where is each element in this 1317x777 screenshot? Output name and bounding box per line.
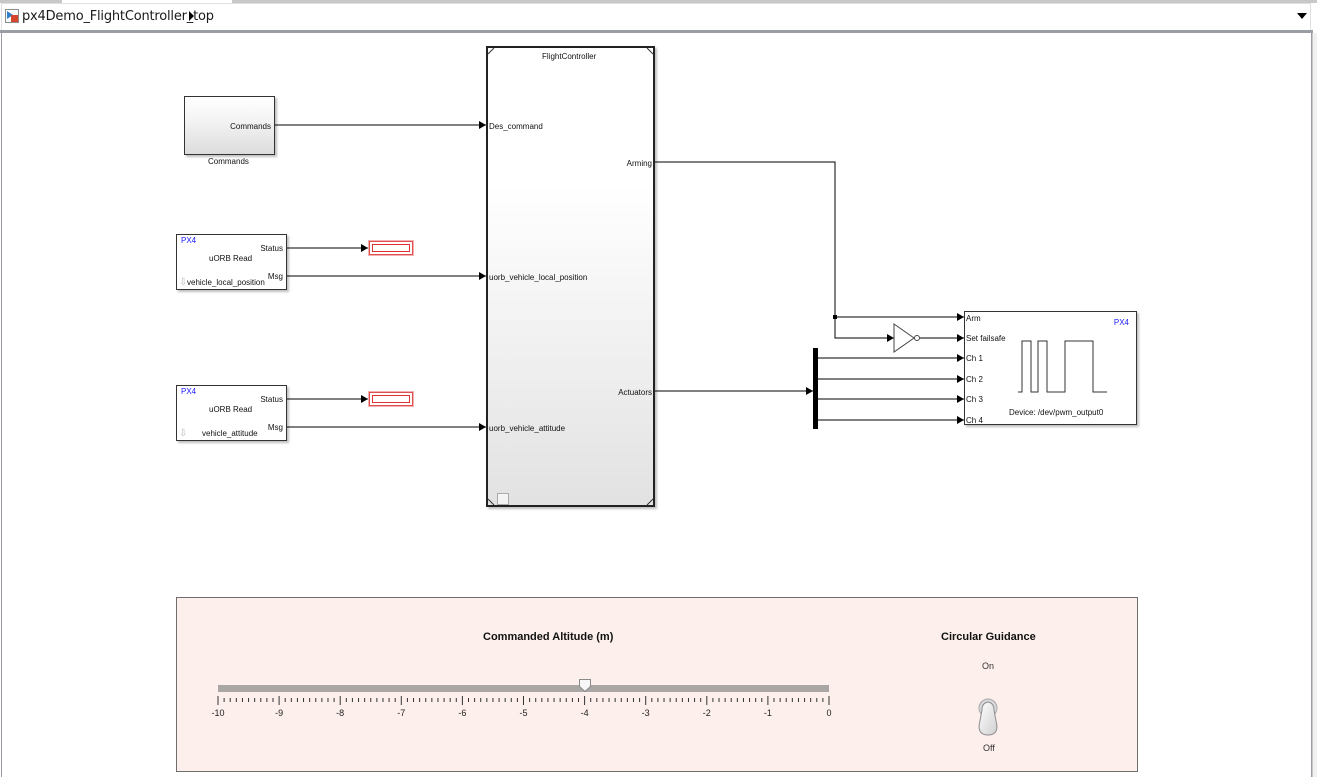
toggle-title: Circular Guidance (941, 631, 1036, 643)
output-port-actuators: Actuators (618, 388, 652, 397)
slider-tick-label: -6 (458, 708, 467, 718)
slider-ticks (217, 696, 830, 705)
altitude-slider-thumb[interactable] (578, 679, 591, 692)
branch-point (833, 315, 837, 319)
subsystem-corner-marks (488, 48, 653, 505)
status-display-2[interactable] (369, 392, 413, 406)
output-port-arming: Arming (626, 159, 652, 168)
circular-guidance-toggle-switch[interactable] (977, 698, 999, 738)
block-title: uORB Read (209, 254, 253, 263)
slider-tick-label: -1 (763, 708, 772, 718)
commands-block-name[interactable]: Commands (208, 157, 249, 166)
slider-tick-label: -5 (519, 708, 528, 718)
px4-label: PX4 (1113, 318, 1129, 327)
triangle-right-icon[interactable] (189, 11, 194, 21)
toggle-off-label: Off (983, 743, 995, 753)
input-port-ch3: Ch 3 (966, 395, 983, 404)
logical-not-block[interactable] (893, 323, 920, 353)
slider-tick-label: -7 (397, 708, 406, 718)
demux-block[interactable] (813, 348, 818, 429)
active-tab-gap (62, 0, 232, 3)
port-label-msg: Msg (267, 423, 283, 432)
px4-label: PX4 (181, 236, 197, 245)
px4-label: PX4 (181, 387, 197, 396)
topic-label: vehicle_attitude (202, 429, 258, 438)
commands-block[interactable]: Commands (184, 96, 275, 155)
toggle-on-label: On (982, 661, 995, 671)
device-label: Device: /dev/pwm_output0 (1009, 408, 1104, 417)
input-port-des-command: Des_command (489, 122, 543, 131)
topic-label: vehicle_local_position (187, 278, 265, 287)
input-port-local-position: uorb_vehicle_local_position (489, 273, 588, 282)
input-port-ch1: Ch 1 (966, 354, 983, 363)
input-port-set-failsafe: Set failsafe (966, 334, 1006, 343)
slider-tick-label: 0 (826, 708, 832, 718)
signal-arming[interactable] (655, 161, 964, 321)
explorer-bar (1, 3, 1311, 30)
slider-tick-label: -4 (580, 708, 589, 718)
simulink-model-icon (5, 9, 19, 23)
input-port-ch2: Ch 2 (966, 375, 983, 384)
slider-tick-label: -2 (702, 708, 711, 718)
toolbar-divider (0, 30, 1313, 33)
input-port-arm: Arm (966, 314, 981, 323)
tab-strip (0, 0, 1317, 3)
triangle-down-icon[interactable] (1297, 13, 1307, 19)
block-title: uORB Read (209, 405, 253, 414)
commands-output-port-label: Commands (230, 122, 271, 131)
status-display-1[interactable] (369, 241, 413, 255)
input-port-attitude: uorb_vehicle_attitude (489, 424, 566, 433)
pwm-waveform-icon (1018, 340, 1107, 393)
altitude-slider-track[interactable] (218, 685, 829, 692)
pwm-output-block[interactable]: PX4 Arm Set failsafe Ch 1 Ch 2 Ch 3 Ch 4… (964, 311, 1137, 425)
port-label-status: Status (260, 244, 283, 253)
dashboard-panel: Commanded Altitude (m) -10-9-8-7-6-5-4-3… (176, 597, 1138, 772)
subsystem-reference-icon[interactable] (497, 493, 509, 505)
slider-tick-label: -10 (211, 708, 225, 718)
slider-tick-label: -8 (336, 708, 345, 718)
signal-arming-branch[interactable] (834, 317, 894, 342)
vertical-scrollbar[interactable] (1312, 33, 1317, 777)
down-arrow-icon: ⇩ (179, 277, 188, 288)
slider-tick-label: -9 (275, 708, 284, 718)
slider-tick-label: -3 (641, 708, 650, 718)
port-label-msg: Msg (267, 272, 283, 281)
port-label-status: Status (260, 395, 283, 404)
slider-title: Commanded Altitude (m) (483, 631, 614, 643)
subsystem-name: FlightController (542, 52, 597, 61)
uorb-read-block-attitude[interactable]: PX4 uORB Read Status Msg ⇩ vehicle_attit… (176, 385, 287, 441)
uorb-read-block-local-position[interactable]: PX4 uORB Read Status Msg ⇩ vehicle_local… (176, 234, 287, 290)
down-arrow-icon: ⇩ (179, 428, 188, 439)
input-port-ch4: Ch 4 (966, 416, 983, 425)
breadcrumb-model[interactable]: px4Demo_FlightController_top (22, 9, 214, 24)
flight-controller-subsystem[interactable]: FlightController Des_command uorb_vehicl… (486, 46, 655, 507)
